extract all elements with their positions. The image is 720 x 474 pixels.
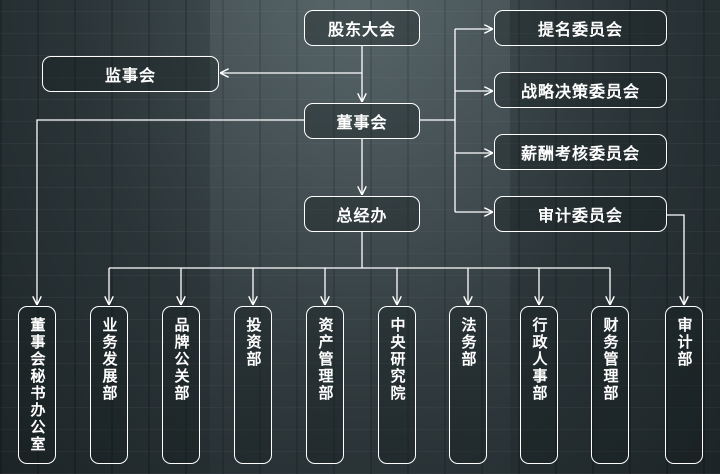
- dept-label: 行政人事部: [530, 317, 549, 402]
- node-label: 薪酬考核委员会: [520, 144, 640, 163]
- node-label: 提名委员会: [537, 20, 623, 39]
- node-compensation-committee: 薪酬考核委员会: [494, 134, 667, 170]
- node-label: 战略决策委员会: [520, 82, 640, 101]
- dept-label: 业务发展部: [100, 317, 119, 402]
- node-nomination-committee: 提名委员会: [494, 10, 667, 46]
- node-strategy-committee: 战略决策委员会: [494, 72, 667, 108]
- dept-label: 法务部: [459, 317, 478, 368]
- dept-central-research: 中央研究院: [378, 306, 416, 464]
- node-label: 监事会: [104, 66, 156, 85]
- node-supervisory: 监事会: [42, 56, 219, 92]
- dept-audit: 审计部: [665, 306, 703, 464]
- node-audit-committee: 审计委员会: [494, 196, 667, 232]
- edge-audit: [667, 214, 684, 304]
- dept-label: 投资部: [244, 317, 263, 368]
- node-label: 总经办: [336, 206, 388, 225]
- dept-brand-pr: 品牌公关部: [162, 306, 200, 464]
- dept-label: 董事会秘书办公室: [28, 317, 47, 453]
- dept-legal: 法务部: [449, 306, 487, 464]
- dept-board-secretary-office: 董事会秘书办公室: [18, 306, 56, 464]
- dept-label: 中央研究院: [388, 317, 407, 402]
- dept-investment: 投资部: [234, 306, 272, 464]
- background-highlight: [210, 0, 510, 474]
- node-gm-office: 总经办: [304, 196, 420, 232]
- edge-board-secretary: [37, 119, 304, 304]
- dept-label: 品牌公关部: [172, 317, 191, 402]
- dept-admin-hr: 行政人事部: [520, 306, 558, 464]
- dept-label: 资产管理部: [316, 317, 335, 402]
- node-label: 审计委员会: [537, 206, 623, 225]
- node-label: 股东大会: [327, 20, 396, 39]
- dept-asset-management: 资产管理部: [306, 306, 344, 464]
- node-label: 董事会: [336, 113, 388, 132]
- dept-label: 审计部: [675, 317, 694, 368]
- dept-finance: 财务管理部: [591, 306, 629, 464]
- dept-business-development: 业务发展部: [90, 306, 128, 464]
- dept-label: 财务管理部: [601, 317, 620, 402]
- node-board: 董事会: [304, 103, 420, 139]
- node-shareholders: 股东大会: [304, 10, 420, 46]
